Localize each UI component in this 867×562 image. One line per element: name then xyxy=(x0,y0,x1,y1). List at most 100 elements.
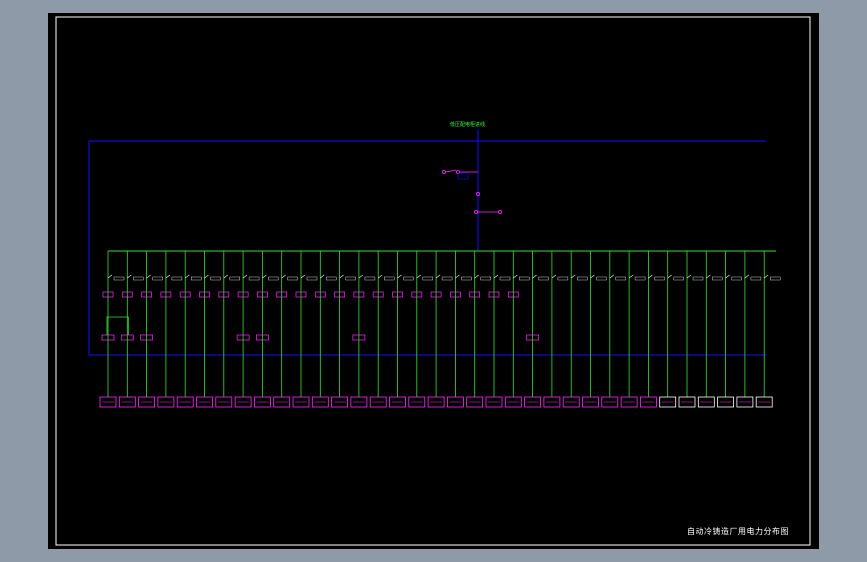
drawing-title: 自动冷铸造厂用电力分布图 xyxy=(687,527,789,536)
feeder-breaker xyxy=(667,274,672,279)
main-switch xyxy=(473,191,502,214)
load-terminal-box xyxy=(659,396,677,408)
feeder-rating-mark xyxy=(750,276,762,281)
blue-zone-outline xyxy=(88,140,767,356)
feeder-breaker xyxy=(493,274,499,279)
feeder-circuit xyxy=(466,251,491,408)
feeder-circuit xyxy=(311,251,337,408)
feeder-breaker xyxy=(764,274,769,279)
feeder-breaker xyxy=(185,274,190,279)
feeder-circuit xyxy=(408,251,433,408)
feeder-breaker xyxy=(455,274,460,279)
feeder-contactor xyxy=(507,291,519,298)
feeder-relay xyxy=(140,334,153,341)
feeder-circuit xyxy=(350,251,376,408)
load-terminal-box xyxy=(582,396,599,408)
feeder-rating-mark xyxy=(364,276,376,281)
feeder-breaker xyxy=(725,274,730,279)
load-terminal-box xyxy=(755,396,773,408)
feeder-rating-mark xyxy=(441,276,453,281)
feeder-contactor xyxy=(488,291,500,298)
load-terminal-box xyxy=(466,396,484,408)
load-terminal-box xyxy=(311,396,329,408)
feeder-rating-mark xyxy=(654,276,665,281)
feeder-rating-mark xyxy=(712,276,723,281)
load-terminal-box xyxy=(717,396,734,408)
feeder-rating-mark xyxy=(403,276,414,281)
feeder-circuit xyxy=(176,251,202,408)
feeder-breaker xyxy=(339,274,344,279)
feeder-rating-mark xyxy=(306,276,318,281)
feeder-rating-mark xyxy=(190,276,202,281)
feeder-rating-mark xyxy=(692,276,704,281)
feeder-group xyxy=(99,251,781,408)
feeder-breaker xyxy=(281,274,286,279)
load-terminal-box xyxy=(524,396,542,408)
load-terminal-box xyxy=(138,396,155,408)
feeder-rating-mark xyxy=(345,276,356,281)
feeder-contactor xyxy=(276,291,288,298)
feeder-rating-mark xyxy=(384,276,395,281)
feeder-rating-mark xyxy=(133,276,144,281)
load-terminal-box xyxy=(292,396,310,408)
feeder-breaker xyxy=(397,274,402,279)
feeder-circuit xyxy=(678,251,704,408)
feeder-breaker xyxy=(590,274,595,279)
feeder-rating-mark xyxy=(634,276,646,281)
load-terminal-box xyxy=(620,396,638,408)
source-label: 低压配电柜进线 xyxy=(450,121,485,128)
feeder-breaker xyxy=(474,274,479,279)
feeder-breaker xyxy=(223,274,228,279)
load-terminal-box xyxy=(446,396,464,408)
feeder-rating-mark xyxy=(461,276,472,281)
feeder-breaker xyxy=(609,274,614,279)
feeder-rating-mark xyxy=(615,276,626,281)
load-terminal-box xyxy=(543,396,561,408)
feeder-contactor xyxy=(199,291,210,298)
feeder-contactor xyxy=(372,291,384,298)
feeder-rating-mark xyxy=(326,276,337,281)
feeder-breaker xyxy=(686,274,692,279)
feeder-circuit xyxy=(273,251,298,408)
feeder-breaker xyxy=(107,274,113,279)
feeder-circuit xyxy=(234,251,260,408)
feeder-circuit xyxy=(755,251,781,408)
feeder-contactor xyxy=(430,291,442,298)
feeder-contactor xyxy=(102,291,114,298)
drawing-sheet: 低压配电柜进线 自动冷铸造厂用电力分布图 xyxy=(48,13,819,549)
load-terminal-box xyxy=(215,396,233,408)
feeder-contactor xyxy=(295,291,307,298)
feeder-circuit xyxy=(369,251,395,408)
load-terminal-box xyxy=(697,396,715,408)
feeder-rating-mark xyxy=(113,276,125,281)
feeder-circuit xyxy=(427,251,453,408)
feeder-relay xyxy=(256,334,269,341)
feeder-breaker xyxy=(358,274,364,279)
feeder-rating-mark xyxy=(538,276,549,281)
load-terminal-box xyxy=(157,396,175,408)
feeder-breaker xyxy=(628,274,634,279)
feeder-rating-mark xyxy=(673,276,684,281)
load-terminal-box xyxy=(485,396,503,408)
feeder-circuit xyxy=(389,251,414,408)
load-terminal-box xyxy=(196,396,213,408)
feeder-circuit xyxy=(292,251,318,408)
feeder-rating-mark xyxy=(557,276,569,281)
feeder-relay xyxy=(101,334,115,341)
load-terminal-box xyxy=(408,396,426,408)
feeder-contactor xyxy=(450,291,461,298)
feeder-rating-mark xyxy=(171,276,183,281)
feeder-relay xyxy=(120,334,134,341)
feeder-relay xyxy=(352,334,366,341)
feeder-breaker xyxy=(165,274,171,279)
feeder-circuit xyxy=(717,251,742,408)
load-terminal-box xyxy=(234,396,252,408)
feeder-breaker xyxy=(127,274,132,279)
feeder-breaker xyxy=(262,274,267,279)
feeder-rating-mark xyxy=(480,276,491,281)
drawing-frame xyxy=(55,16,811,546)
load-terminal-box xyxy=(253,396,271,408)
feeder-rating-mark xyxy=(210,276,221,281)
feeder-rating-mark xyxy=(577,276,588,281)
feeder-circuit xyxy=(640,251,665,408)
